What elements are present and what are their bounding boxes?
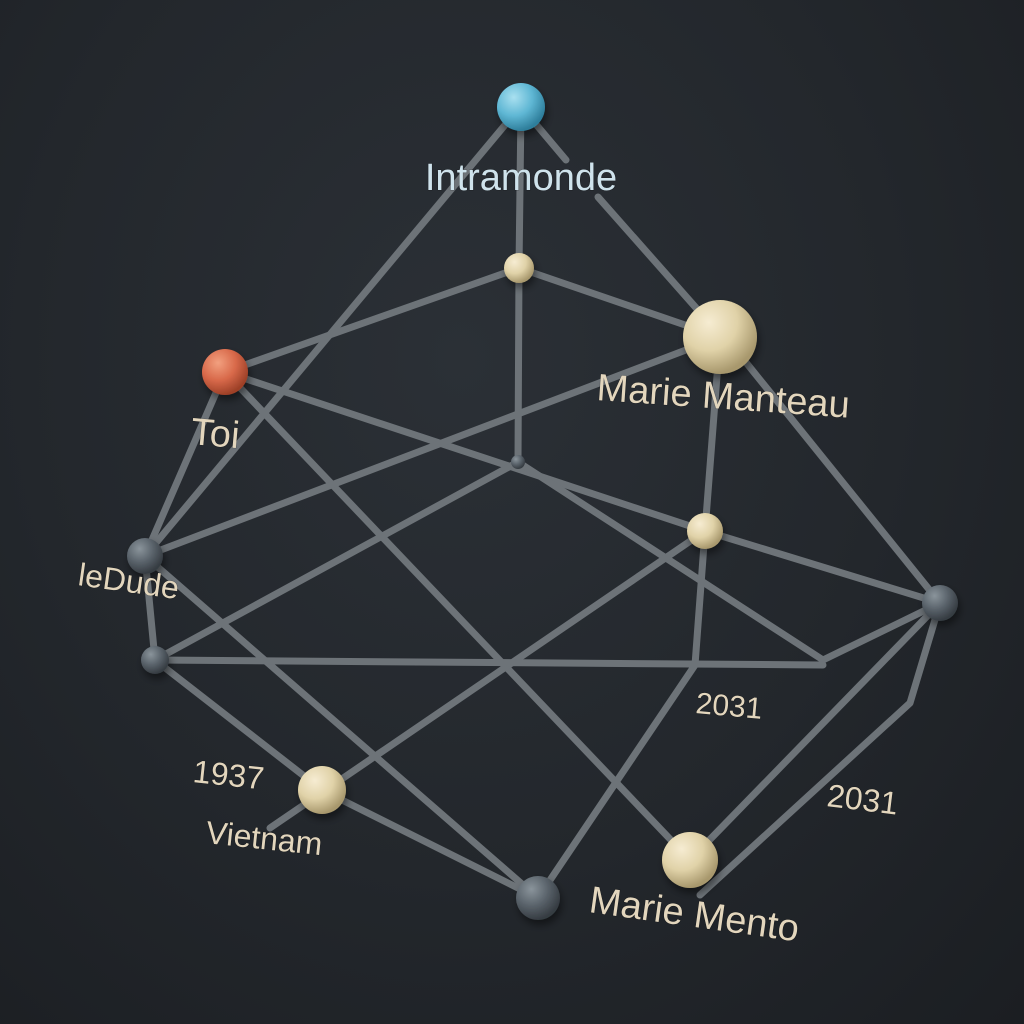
edge (514, 458, 944, 664)
edge (318, 786, 542, 902)
edge (736, 351, 944, 607)
edge (141, 368, 229, 560)
node-toi (202, 349, 248, 395)
edges (141, 103, 944, 902)
edge (701, 527, 944, 607)
label-marie-mento: Marie Mento (587, 879, 802, 950)
node-ledude (127, 538, 163, 574)
node-vietnam (298, 766, 346, 814)
edge (696, 599, 944, 899)
node-marie-manteau (683, 300, 757, 374)
label-1937: 1937 (191, 753, 266, 796)
edge (594, 193, 709, 322)
node-hub-center (511, 455, 525, 469)
edge (151, 656, 827, 669)
node-east (922, 585, 958, 621)
edge (514, 264, 523, 466)
node-hub-right (687, 513, 723, 549)
node-south (516, 876, 560, 920)
label-intramonde: Intramonde (425, 157, 617, 199)
node-marie-mento (662, 832, 718, 888)
label-marie-manteau: Marie Manteau (595, 367, 851, 427)
nodes (127, 83, 958, 920)
edge (151, 656, 326, 794)
edge (221, 264, 523, 376)
edge (141, 552, 542, 902)
label-2031-center: 2031 (694, 687, 763, 726)
node-intramonde (497, 83, 545, 131)
label-ledude: leDude (76, 556, 181, 606)
node-west (141, 646, 169, 674)
edge (221, 368, 694, 864)
edge (515, 103, 525, 272)
label-vietnam: Vietnam (204, 814, 324, 862)
edge (151, 458, 522, 664)
edge (530, 118, 570, 164)
edge (686, 599, 944, 864)
node-hub-top (504, 253, 534, 283)
label-toi: Toi (189, 411, 241, 457)
edge (141, 333, 724, 560)
label-2031-right: 2031 (825, 777, 900, 821)
edge (221, 368, 709, 535)
edge (141, 121, 509, 560)
